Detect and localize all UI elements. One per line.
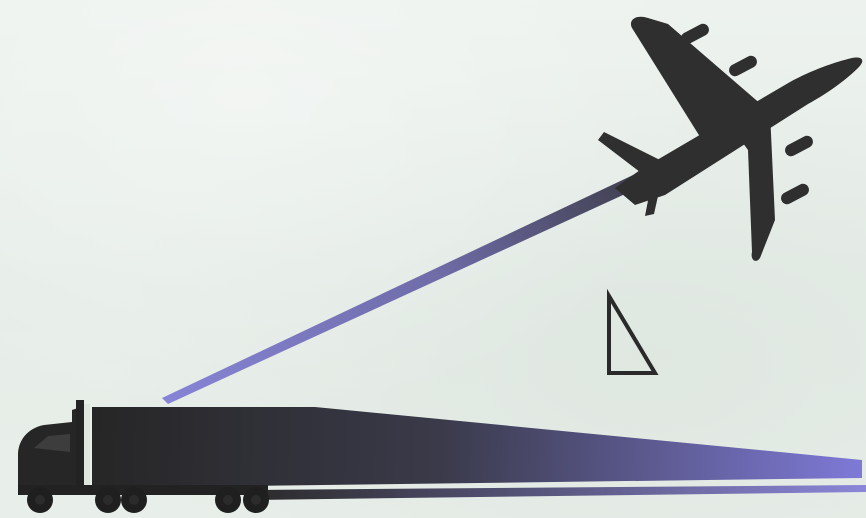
triangle-icon: [609, 296, 655, 373]
truck-exhaust: [84, 404, 90, 492]
truck-trailer-underside: [250, 485, 866, 500]
sight-line-beam: [162, 166, 660, 404]
truck-trailer: [92, 407, 862, 488]
truck-icon: [18, 400, 866, 513]
airplane-icon: [598, 17, 862, 261]
